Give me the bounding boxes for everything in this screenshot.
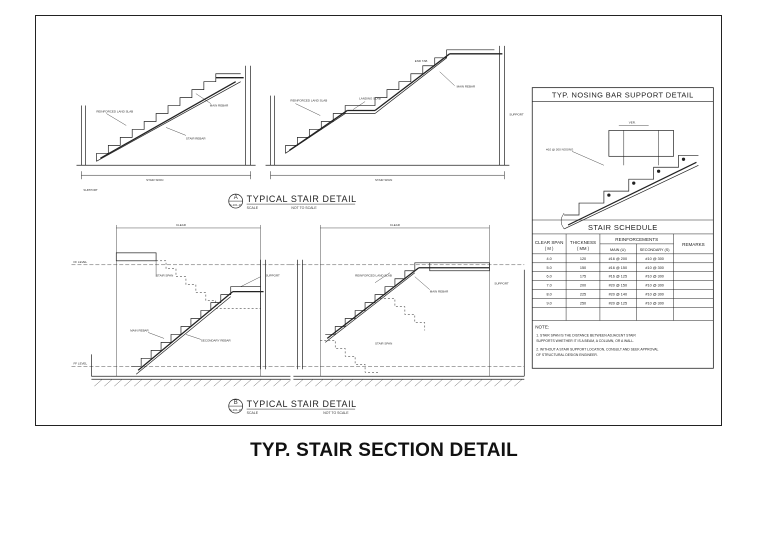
header-thickness: THICKNESS (570, 240, 596, 245)
schedule-cell: 175 (580, 275, 586, 279)
note-line: SUPPORTS WHETHER IT IS A BEAM, A COLUMN,… (536, 339, 634, 343)
schedule-cell: #16 @ 125 (609, 275, 627, 279)
svg-text:MAIN REBAR: MAIN REBAR (210, 104, 228, 108)
schedule-notes: 1. STAIR SPAN IS THE DISTANCE BETWEEN AD… (536, 333, 658, 356)
schedule-cell: 5.0 (547, 266, 552, 270)
schedule-header: CLEAR SPAN ( M ) THICKNESS ( MM ) REINFO… (535, 237, 705, 252)
svg-text:REINFORCED LAND SLAB: REINFORCED LAND SLAB (355, 274, 392, 278)
stair-drawing: REINFORCED LAND SLAB STAIR REBAR MAIN RE… (71, 45, 714, 415)
note-line: 1. STAIR SPAN IS THE DISTANCE BETWEEN AD… (536, 333, 636, 337)
drawing-sheet: REINFORCED LAND SLAB STAIR REBAR MAIN RE… (35, 15, 722, 426)
detail-a-title: TYPICAL STAIR DETAIL (247, 194, 357, 204)
svg-text:LANDING SLAB: LANDING SLAB (359, 97, 381, 101)
schedule-cell: #20 @ 150 (609, 284, 627, 288)
detail-a-scale-value: NOT TO SCALE (291, 206, 317, 210)
schedule-cell: 250 (580, 302, 586, 306)
schedule-cell: #16 @ 200 (609, 257, 627, 261)
schedule-cell: #10 @ 300 (645, 293, 663, 297)
detail-a-marker: A (234, 195, 238, 201)
detail-a-scale-label: SCALE (247, 206, 259, 210)
schedule-cell: 6.0 (547, 275, 552, 279)
schedule-cell: #20 @ 140 (609, 293, 627, 297)
svg-text:STAIR SPAN: STAIR SPAN (375, 341, 392, 345)
svg-text:REINFORCED LAND SLAB: REINFORCED LAND SLAB (96, 110, 133, 114)
svg-text:FF LEVEL: FF LEVEL (73, 260, 87, 264)
header-thickness-unit: ( MM ) (577, 246, 590, 251)
schedule-rows: 4.0 120 #16 @ 200 #10 @ 300 5.0 150 #16 @ 150 #… (547, 257, 664, 306)
svg-text:END TAB: END TAB (415, 59, 428, 63)
stair-section-b1 (71, 224, 291, 380)
svg-text:SECONDARY REBAR: SECONDARY REBAR (201, 338, 231, 342)
header-secondary: SECONDARY (S) (640, 248, 671, 252)
note-line: 2. WITHOUT A STAIR SUPPORT LOCATION, CON… (536, 347, 658, 351)
schedule-cell: #10 @ 300 (645, 284, 663, 288)
svg-text:VER.: VER. (629, 120, 636, 124)
svg-text:STAIR SPAN: STAIR SPAN (146, 178, 163, 182)
schedule-cell: 150 (580, 266, 586, 270)
schedule-cell: #10 @ 300 (645, 275, 663, 279)
schedule-cell: 200 (580, 284, 586, 288)
schedule-cell: #20 @ 125 (609, 302, 627, 306)
stair-section-b2 (290, 224, 525, 380)
schedule-cell: 4.0 (547, 257, 552, 261)
note-line: OF STRUCTURAL DESIGN ENGINEER. (536, 353, 598, 357)
svg-text:FF LEVEL: FF LEVEL (73, 361, 87, 365)
ground-hatch-b1 (94, 379, 291, 387)
svg-text:STAIR SPAN: STAIR SPAN (156, 274, 173, 278)
schedule-title: STAIR SCHEDULE (588, 223, 658, 232)
stair-section-a2 (265, 45, 510, 180)
detail-b-ref: S-101-11 (230, 408, 242, 412)
svg-text:SUPPORT: SUPPORT (509, 113, 523, 117)
header-clear-span-unit: ( M ) (545, 246, 554, 251)
detail-b-title: TYPICAL STAIR DETAIL (247, 399, 357, 409)
detail-b-scale-label: SCALE (247, 411, 259, 415)
header-remarks: REMARKS (682, 242, 705, 247)
detail-b-label: B S-101-11 TYPICAL STAIR DETAIL SCALE NO… (228, 398, 357, 415)
notes-label: NOTE: (535, 324, 549, 329)
schedule-cell: 9.0 (547, 302, 552, 306)
svg-text:#10 @ 300 NOSING: #10 @ 300 NOSING (546, 147, 574, 151)
detail-b-scale-value: NOT TO SCALE (323, 411, 349, 415)
schedule-cell: #10 @ 300 (645, 302, 663, 306)
svg-text:MAIN REBAR: MAIN REBAR (457, 85, 475, 89)
schedule-cell: 8.0 (547, 293, 552, 297)
svg-text:SUPPORT: SUPPORT (83, 188, 97, 192)
svg-text:CLEAR: CLEAR (176, 223, 186, 227)
schedule-grid (532, 233, 714, 321)
ground-hatch-b2 (295, 379, 523, 387)
svg-text:STAIR SPAN: STAIR SPAN (375, 178, 392, 182)
detail-b-marker: B (234, 400, 238, 406)
nosing-bar-detail (560, 125, 699, 230)
svg-text:MAIN REBAR: MAIN REBAR (430, 290, 448, 294)
page-title: TYP. STAIR SECTION DETAIL (250, 440, 518, 461)
nosing-title: TYP. NOSING BAR SUPPORT DETAIL (552, 91, 694, 100)
svg-text:REINFORCED LAND SLAB: REINFORCED LAND SLAB (290, 99, 327, 103)
header-reinforcements: REINFORCEMENTS (615, 237, 658, 242)
svg-text:STAIR REBAR: STAIR REBAR (186, 136, 206, 140)
svg-text:MAIN REBAR: MAIN REBAR (130, 328, 148, 332)
svg-text:SUPPORT: SUPPORT (266, 274, 280, 278)
schedule-cell: #10 @ 300 (645, 266, 663, 270)
right-panel (531, 87, 714, 369)
schedule-cell: 120 (580, 257, 586, 261)
detail-a-ref: S-101-11 (230, 203, 242, 207)
svg-text:SUPPORT: SUPPORT (494, 282, 508, 286)
svg-text:CLEAR: CLEAR (390, 223, 400, 227)
header-main: MAIN (U) (610, 248, 626, 252)
stair-section-a1 (76, 65, 256, 180)
schedule-cell: #16 @ 150 (609, 266, 627, 270)
schedule-cell: 225 (580, 293, 586, 297)
header-clear-span: CLEAR SPAN (535, 240, 564, 245)
detail-a-label: A S-101-11 TYPICAL STAIR DETAIL SCALE NO… (228, 193, 357, 210)
schedule-cell: #10 @ 300 (645, 257, 663, 261)
schedule-cell: 7.0 (547, 284, 552, 288)
